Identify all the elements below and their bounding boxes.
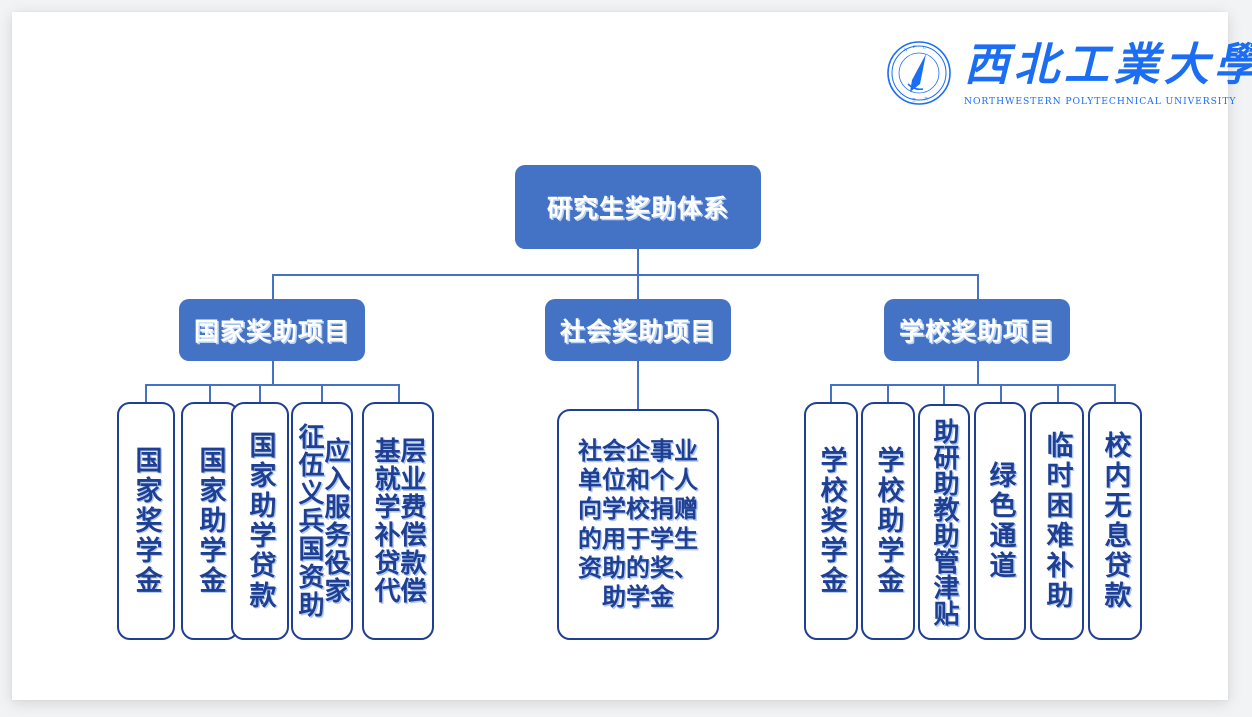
svg-text:P: P [913, 44, 916, 49]
leaf-school-scholarship[interactable]: 学校奖学金 [804, 402, 858, 640]
leaf-label-col2: 层业费偿款偿 [396, 437, 426, 605]
leaf-green-channel[interactable]: 绿色通道 [974, 402, 1026, 640]
connector-national-stem [272, 361, 274, 384]
leaf-national-student-loan[interactable]: 国家助学贷款 [231, 402, 289, 640]
logo-wordmark-cn: 西北工業大學 [964, 38, 1252, 91]
connector-national-bus [145, 384, 398, 386]
leaf-label-col1: 应入服务役家 [320, 437, 350, 605]
leaf-social-donated-awards[interactable]: 社会企事业单位和个人向学校捐赠的用于学生资助的奖、助学金 [557, 409, 719, 640]
connector-school-drop-1 [830, 384, 832, 402]
leaf-label-col2: 征伍义兵国资助 [294, 423, 324, 619]
leaf-school-stipend[interactable]: 学校助学金 [861, 402, 915, 640]
leaf-label: 学校助学金 [872, 446, 904, 596]
leaf-military-service-aid[interactable]: 征伍义兵国资助 应入服务役家 [291, 402, 353, 640]
node-root[interactable]: 研究生奖助体系 [515, 165, 761, 249]
connector-national-drop-1 [145, 384, 147, 402]
node-social-label: 社会奖助项目 [559, 317, 716, 346]
node-national-programs[interactable]: 国家奖助项目 [179, 299, 365, 361]
leaf-label: 国家助学金 [194, 446, 226, 596]
svg-text:·: · [933, 51, 934, 56]
logo-wordmark-en: NORTHWESTERN POLYTECHNICAL UNIVERSITY [964, 96, 1237, 107]
connector-to-national [272, 274, 274, 299]
node-national-label: 国家奖助项目 [193, 317, 350, 346]
leaf-grassroots-tuition-compensation[interactable]: 基就学补贷代 层业费偿款偿 [362, 402, 434, 640]
leaf-label: 临时困难补助 [1041, 431, 1073, 611]
connector-national-drop-4 [321, 384, 323, 402]
leaf-label: 国家奖学金 [130, 446, 162, 596]
svg-text:·: · [900, 92, 901, 97]
svg-text:大: 大 [924, 95, 928, 101]
node-school-programs[interactable]: 学校奖助项目 [884, 299, 1070, 361]
connector-national-drop-2 [209, 384, 211, 402]
svg-text:U: U [923, 45, 927, 50]
leaf-temporary-hardship-subsidy[interactable]: 临时困难补助 [1030, 402, 1084, 640]
node-root-label: 研究生奖助体系 [546, 194, 729, 223]
node-school-label: 学校奖助项目 [898, 317, 1055, 346]
connector-school-drop-4 [1000, 384, 1002, 402]
connector-school-drop-3 [943, 384, 945, 404]
leaf-label: 绿色通道 [984, 461, 1016, 581]
svg-text:工: 工 [912, 97, 916, 102]
connector-school-stem [977, 361, 979, 384]
npu-seal-icon: NP U · · 工 大 [887, 41, 951, 105]
leaf-label: 校内无息贷款 [1099, 431, 1131, 611]
leaf-label-col1: 基就学补贷代 [370, 437, 400, 605]
leaf-label: 国家助学贷款 [244, 431, 276, 611]
connector-root-bus [272, 274, 978, 276]
leaf-label: 助研助教助管津贴 [929, 418, 959, 626]
connector-school-drop-5 [1057, 384, 1059, 402]
connector-school-drop-6 [1114, 384, 1116, 402]
connector-social-stem [637, 361, 639, 409]
node-social-programs[interactable]: 社会奖助项目 [545, 299, 731, 361]
connector-national-drop-3 [259, 384, 261, 402]
leaf-campus-interest-free-loan[interactable]: 校内无息贷款 [1088, 402, 1142, 640]
connector-school-bus [830, 384, 1115, 386]
leaf-assistantship-allowance[interactable]: 助研助教助管津贴 [918, 404, 970, 640]
leaf-national-scholarship[interactable]: 国家奖学金 [117, 402, 175, 640]
leaf-national-stipend[interactable]: 国家助学金 [181, 402, 239, 640]
leaf-label: 学校奖学金 [815, 446, 847, 596]
connector-to-school [977, 274, 979, 299]
leaf-label: 社会企事业单位和个人向学校捐赠的用于学生资助的奖、助学金 [578, 436, 698, 612]
svg-text:N: N [904, 47, 908, 52]
connector-school-drop-2 [887, 384, 889, 402]
connector-national-drop-5 [398, 384, 400, 402]
